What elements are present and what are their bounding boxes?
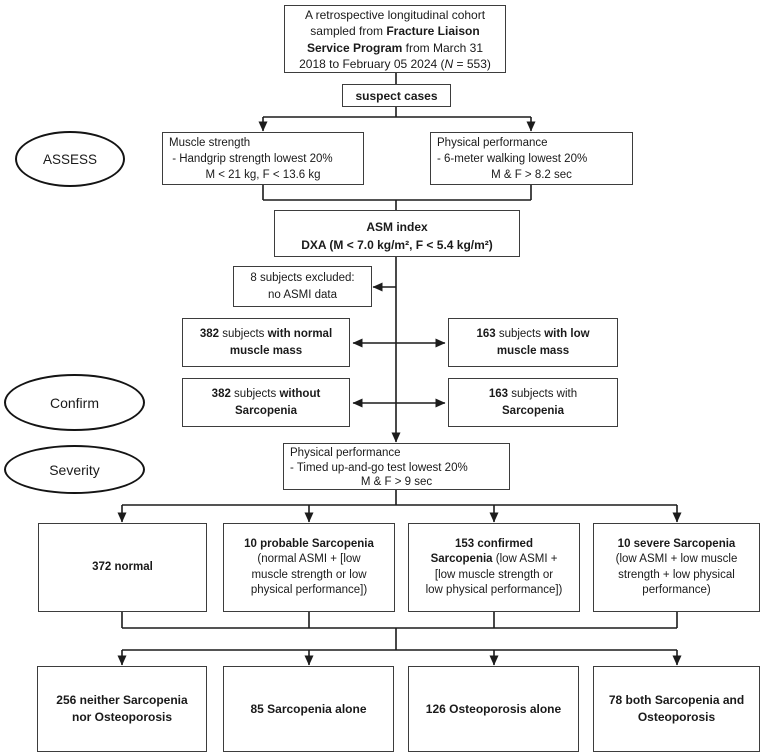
- text-line: muscle strength or low: [251, 568, 367, 581]
- mid-text: subjects: [495, 327, 545, 340]
- count: 163: [488, 387, 509, 400]
- probable-sarcopenia-box: 10 probable Sarcopenia (normal ASMI + [l…: [223, 523, 395, 612]
- excluded-box: 8 subjects excluded: no ASMI data: [233, 266, 372, 307]
- text-line: 372 normal: [92, 560, 153, 573]
- count: 382: [199, 327, 220, 340]
- text-line: 153 confirmed: [455, 537, 533, 550]
- text-line: low physical performance]): [425, 584, 563, 596]
- cohort-line4-italic: N: [444, 57, 454, 71]
- asm-line2: DXA (M < 7.0 kg/m², F < 5.4 kg/m²): [301, 237, 493, 252]
- muscle-line1: Muscle strength: [169, 137, 251, 149]
- text-line: physical performance]): [250, 584, 368, 596]
- text-line: strength + low physical: [618, 568, 735, 581]
- count: 382: [211, 387, 231, 400]
- confirmed-sarcopenia-box: 153 confirmed Sarcopenia (low ASMI + [lo…: [408, 523, 580, 612]
- text-line: A retrospective longitudinal cohort: [305, 7, 485, 24]
- physical-performance-box: Physical performance - 6-meter walking l…: [430, 132, 633, 185]
- cohort-line4-reg1: 2018 to February 05 2024 (: [299, 57, 445, 71]
- text-line: 85 Sarcopenia alone: [250, 701, 367, 716]
- text-line: nor Osteoporosis: [71, 710, 172, 724]
- neither-box: 256 neither Sarcopenia nor Osteoporosis: [37, 666, 207, 752]
- bold-text: without: [279, 387, 321, 400]
- text-line: 382 subjects with normal: [200, 326, 332, 343]
- text-line: 10 severe Sarcopenia: [617, 537, 736, 550]
- cohort-line3-reg: from March 31: [402, 40, 484, 55]
- tug-line2: - Timed up-and-go test lowest 20%: [290, 461, 468, 474]
- text-line: [low muscle strength or: [434, 568, 554, 581]
- text-line: sampled from Fracture Liaison: [310, 23, 479, 40]
- bold-text: Sarcopenia: [430, 553, 493, 565]
- text-line: 126 Osteoporosis alone: [425, 701, 562, 716]
- text-line: 382 subjects without: [212, 386, 321, 403]
- both-box: 78 both Sarcopenia and Osteoporosis: [593, 666, 760, 752]
- low-mass-box: 163 subjects with low muscle mass: [448, 318, 618, 367]
- walk-line2: - 6-meter walking lowest 20%: [437, 153, 588, 165]
- severity-ellipse: Severity: [4, 445, 145, 494]
- mid-text: subjects: [230, 387, 280, 400]
- assess-label: ASSESS: [42, 151, 98, 167]
- cohort-line1: A retrospective longitudinal cohort: [304, 7, 486, 22]
- confirm-label: Confirm: [49, 394, 99, 411]
- reg-text: (low ASMI +: [492, 553, 558, 565]
- severe-sarcopenia-box: 10 severe Sarcopenia (low ASMI + low mus…: [593, 523, 760, 612]
- without-sarcopenia-box: 382 subjects without Sarcopenia: [182, 378, 350, 427]
- text-line: 2018 to February 05 2024 (N = 553): [299, 56, 491, 73]
- text-line: muscle mass: [229, 344, 303, 357]
- bold-text: with normal: [267, 327, 333, 340]
- text-line: 163 subjects with low: [476, 326, 589, 343]
- with-sarcopenia-box: 163 subjects with Sarcopenia: [448, 378, 618, 427]
- bold-text: with low: [544, 327, 590, 340]
- asm-line1: ASM index: [366, 219, 428, 234]
- assess-ellipse: ASSESS: [15, 131, 125, 187]
- text-line: muscle mass: [496, 344, 570, 357]
- text-line: 78 both Sarcopenia and: [608, 693, 745, 707]
- tug-line1: Physical performance: [290, 447, 401, 459]
- suspect-cases-box: suspect cases: [342, 84, 451, 107]
- normal-result-box: 372 normal: [38, 523, 207, 612]
- muscle-line3: M < 21 kg, F < 13.6 kg: [205, 169, 321, 181]
- text-line: 10 probable Sarcopenia: [244, 537, 374, 550]
- cohort-line3-bold: Service Program: [306, 40, 403, 55]
- text-line: 256 neither Sarcopenia: [56, 693, 188, 707]
- count: 163: [476, 327, 496, 340]
- confirm-ellipse: Confirm: [4, 374, 145, 431]
- cohort-line2-reg: sampled from: [310, 24, 387, 38]
- asm-index-box: ASM index DXA (M < 7.0 kg/m², F < 5.4 kg…: [274, 210, 520, 257]
- sarcopenia-alone-box: 85 Sarcopenia alone: [223, 666, 394, 752]
- text-line: Osteoporosis: [637, 710, 716, 724]
- excluded-line1: 8 subjects excluded:: [250, 271, 355, 284]
- muscle-strength-box: Muscle strength - Handgrip strength lowe…: [162, 132, 364, 185]
- text-line: Sarcopenia (low ASMI +: [431, 552, 558, 568]
- text-line: performance): [642, 584, 711, 596]
- text-line: Sarcopenia: [235, 404, 297, 417]
- walk-line1: Physical performance: [437, 137, 548, 149]
- normal-mass-box: 382 subjects with normal muscle mass: [182, 318, 350, 367]
- text-line: Service Program from March 31: [307, 40, 483, 57]
- excluded-line2: no ASMI data: [267, 288, 338, 301]
- walk-line3: M & F > 8.2 sec: [491, 169, 572, 181]
- osteoporosis-alone-box: 126 Osteoporosis alone: [408, 666, 579, 752]
- severity-label: Severity: [49, 461, 100, 478]
- text-line: (low ASMI + low muscle: [615, 553, 738, 565]
- mid-text: subjects: [219, 327, 268, 340]
- mid-text: subjects with: [508, 387, 578, 400]
- tug-line3: M & F > 9 sec: [360, 476, 433, 488]
- muscle-line2: - Handgrip strength lowest 20%: [169, 153, 333, 165]
- suspect-cases-label: suspect cases: [355, 88, 438, 103]
- cohort-line2-bold: Fracture Liaison: [386, 24, 480, 38]
- text-line: 163 subjects with: [489, 386, 577, 403]
- text-line: Sarcopenia: [502, 404, 564, 417]
- tug-box: Physical performance - Timed up-and-go t…: [283, 443, 510, 490]
- text-line: (normal ASMI + [low: [257, 553, 361, 565]
- cohort-line4-reg2: = 553): [453, 57, 491, 71]
- cohort-box: A retrospective longitudinal cohort samp…: [284, 5, 506, 73]
